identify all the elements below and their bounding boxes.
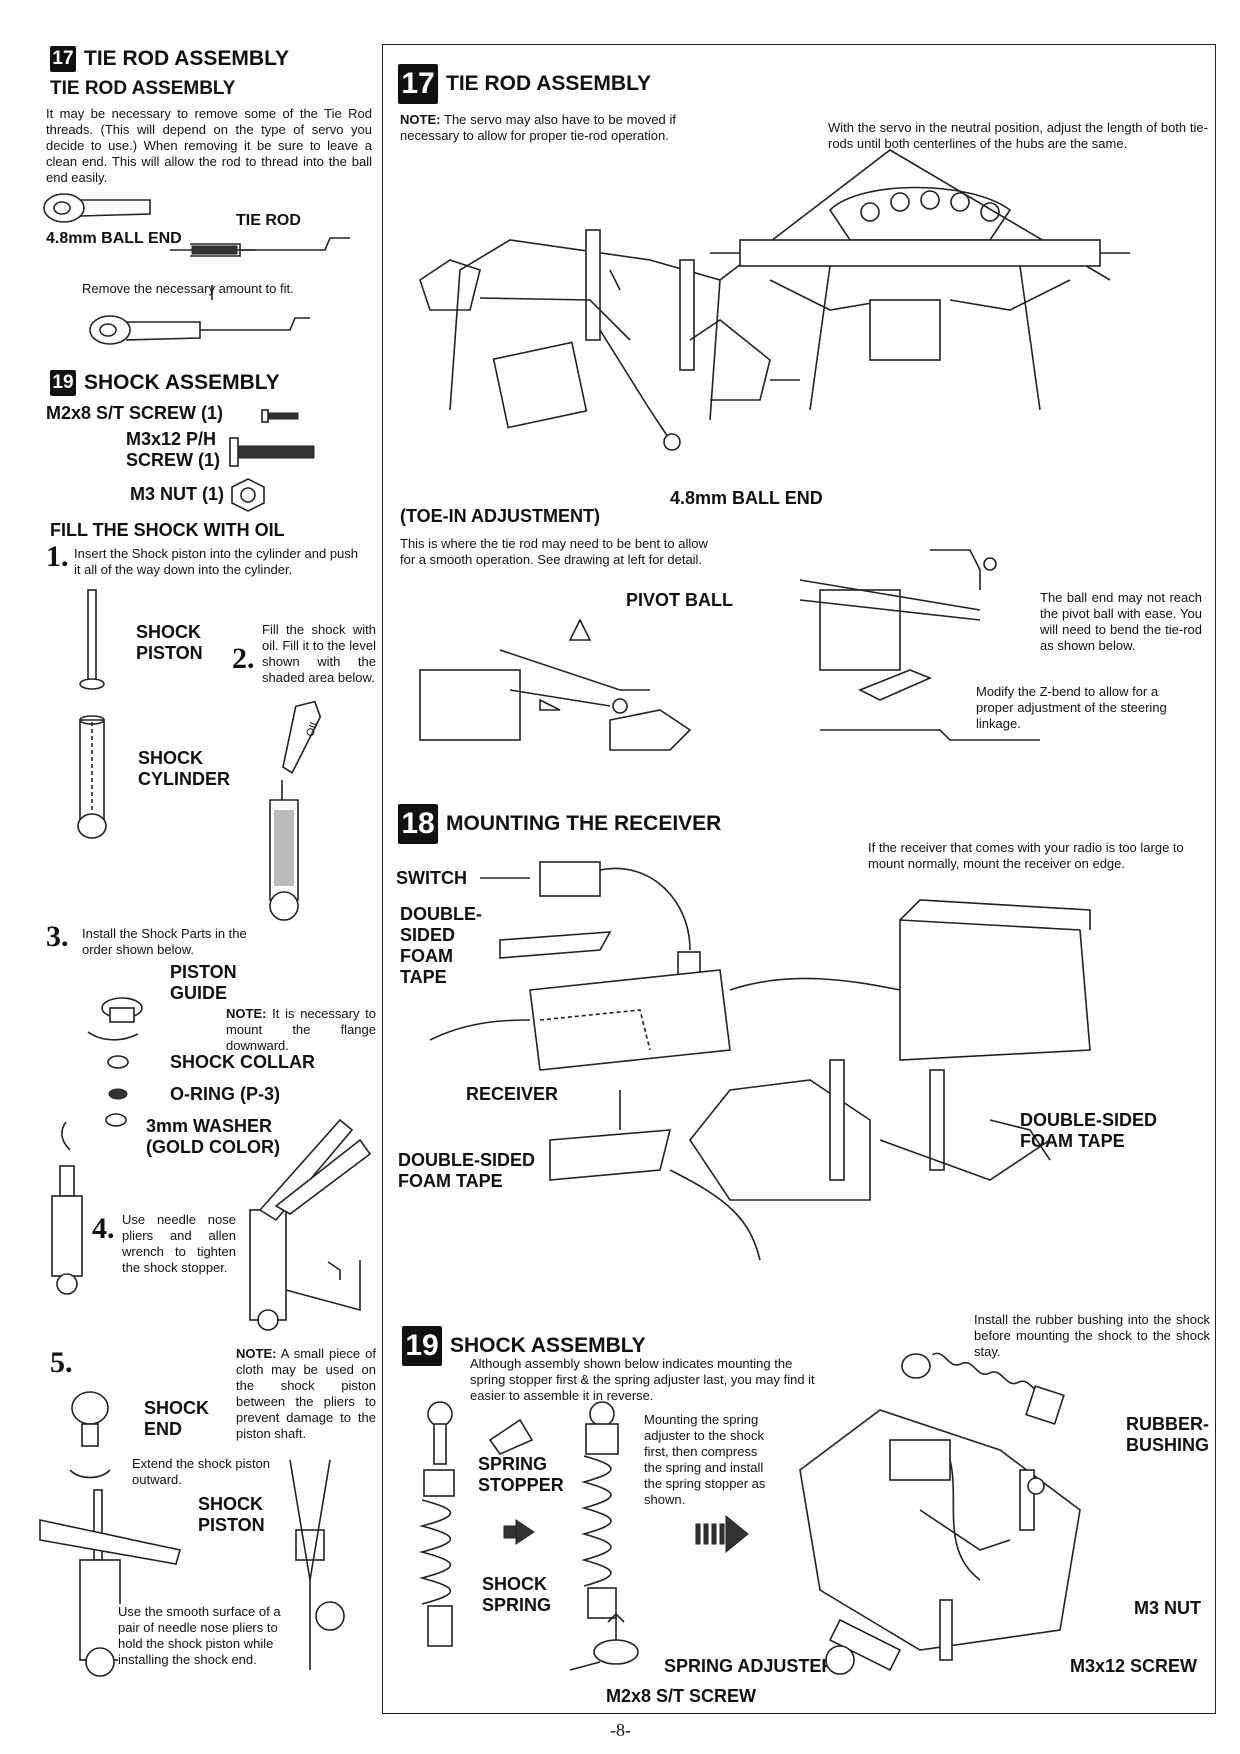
m3-nut-label: M3 NUT <box>1134 1598 1201 1618</box>
spring-adjuster-label: SPRING ADJUSTER <box>664 1656 835 1676</box>
part-m3x12-screw-line1: M3x12 P/H <box>126 429 217 449</box>
section-title: TIE ROD ASSEMBLY <box>84 47 289 70</box>
fill-shock-title: FILL THE SHOCK WITH OIL <box>50 520 285 540</box>
ball-end-bend-illustration <box>799 549 1040 741</box>
step-3-text: Install the Shock Parts in the order sho… <box>82 926 247 957</box>
step-number-badge: 17 <box>50 46 76 72</box>
receiver-label: RECEIVER <box>466 1084 559 1104</box>
left-tie-rod-text: It may be necessary to remove some of th… <box>46 106 372 185</box>
toe-in-text: This is where the tie rod may need to be… <box>400 536 708 567</box>
step-number-badge: 19 <box>402 1326 442 1366</box>
step-number-badge: 19 <box>50 370 76 396</box>
right-shock-header: 19 SHOCK ASSEMBLY <box>402 1326 646 1366</box>
step-4-number: 4. <box>92 1212 115 1245</box>
right-panel <box>382 44 1216 1714</box>
oil-fill-illustration <box>269 700 322 921</box>
toe-in-detail-illustration <box>419 618 692 751</box>
receiver-mounting-illustration <box>429 861 1091 1261</box>
receiver-edge-text: If the receiver that comes with your rad… <box>868 840 1184 871</box>
mounting-adjuster-text: Mounting the spring adjuster to the shoc… <box>644 1412 766 1507</box>
section-title: SHOCK ASSEMBLY <box>450 1334 646 1357</box>
smooth-surface-text: Use the smooth surface of a pair of need… <box>118 1604 282 1668</box>
rubber-bushing-label: RUBBER-BUSHING <box>1126 1414 1210 1455</box>
step-3-number: 3. <box>46 920 69 953</box>
left-tie-rod-subtitle: TIE ROD ASSEMBLY <box>50 78 236 99</box>
neutral-position-text: With the servo in the neutral position, … <box>828 120 1208 151</box>
bolt-icon <box>229 437 315 467</box>
shock-piston-cylinder-illustration <box>77 589 107 839</box>
extend-piston-text: Extend the shock piston outward. <box>132 1456 271 1487</box>
right-ball-end-label: 4.8mm BALL END <box>670 488 823 508</box>
washer-label: 3mm WASHER(GOLD COLOR) <box>146 1116 280 1157</box>
section-title: TIE ROD ASSEMBLY <box>446 72 651 95</box>
m3x12-screw-label: M3x12 SCREW <box>1070 1656 1198 1676</box>
screw-icon <box>261 409 299 423</box>
o-ring-label: O-RING (P-3) <box>170 1084 280 1104</box>
steering-linkage-illustration <box>419 149 1130 451</box>
remove-amount-text: Remove the necessary amount to fit. <box>82 281 294 296</box>
step-2-text: Fill the shock with oil. Fill it to the … <box>262 622 376 685</box>
note-flange: NOTE: It is necessary to mount the flang… <box>226 1006 376 1053</box>
z-bend-text: Modify the Z-bend to allow for a proper … <box>976 684 1167 731</box>
step-number-badge: 18 <box>398 804 438 844</box>
step-number-badge: 17 <box>398 64 438 104</box>
spring-assembly-illustration <box>418 1401 749 1671</box>
part-m2x8-screw: M2x8 S/T SCREW (1) <box>46 403 224 423</box>
step-5-number: 5. <box>50 1346 73 1379</box>
shock-mounting-illustration <box>799 1352 1081 1675</box>
pivot-ball-label: PIVOT BALL <box>626 590 733 610</box>
tie-rod-label: TIE ROD <box>236 212 301 229</box>
note-cloth: NOTE: A small piece of cloth may be used… <box>236 1346 376 1441</box>
left-tie-rod-header: 17 TIE ROD ASSEMBLY <box>50 46 289 72</box>
step-4-text: Use needle nose pliers and allen wrench … <box>122 1212 236 1275</box>
m2x8-screw-label: M2x8 S/T SCREW <box>606 1686 757 1706</box>
switch-label: SWITCH <box>396 868 467 888</box>
shock-collar-label: SHOCK COLLAR <box>170 1052 315 1072</box>
mounting-receiver-header: 18 MOUNTING THE RECEIVER <box>398 804 721 844</box>
part-m3x12-screw-line2: SCREW (1) <box>126 450 220 470</box>
right-shock-text: Although assembly shown below indicates … <box>470 1356 815 1403</box>
section-title: MOUNTING THE RECEIVER <box>446 812 722 835</box>
left-shock-header: 19 SHOCK ASSEMBLY <box>50 370 280 396</box>
right-tie-rod-header: 17 TIE ROD ASSEMBLY <box>398 64 651 104</box>
nut-icon <box>231 478 265 512</box>
shock-end-install-illustration <box>39 1391 345 1677</box>
tie-rod-illustration <box>43 193 350 345</box>
ball-end-label: 4.8mm BALL END <box>46 230 182 247</box>
toe-in-title: (TOE-IN ADJUSTMENT) <box>400 506 600 526</box>
ball-end-note: The ball end may not reach the pivot bal… <box>1040 590 1202 653</box>
section-title: SHOCK ASSEMBLY <box>84 371 280 394</box>
right-tie-rod-note: NOTE: The servo may also have to be move… <box>400 112 676 143</box>
rubber-bushing-text: Install the rubber bushing into the shoc… <box>974 1312 1210 1359</box>
step-1-text: Insert the Shock piston into the cylinde… <box>74 546 359 577</box>
part-m3-nut: M3 NUT (1) <box>130 484 224 504</box>
step-2-number: 2. <box>232 642 255 675</box>
shock-parts-stack-illustration <box>87 997 143 1127</box>
tighten-stopper-illustration <box>51 1118 372 1331</box>
step-1-number: 1. <box>46 540 69 573</box>
page-number: -8- <box>610 1720 631 1740</box>
